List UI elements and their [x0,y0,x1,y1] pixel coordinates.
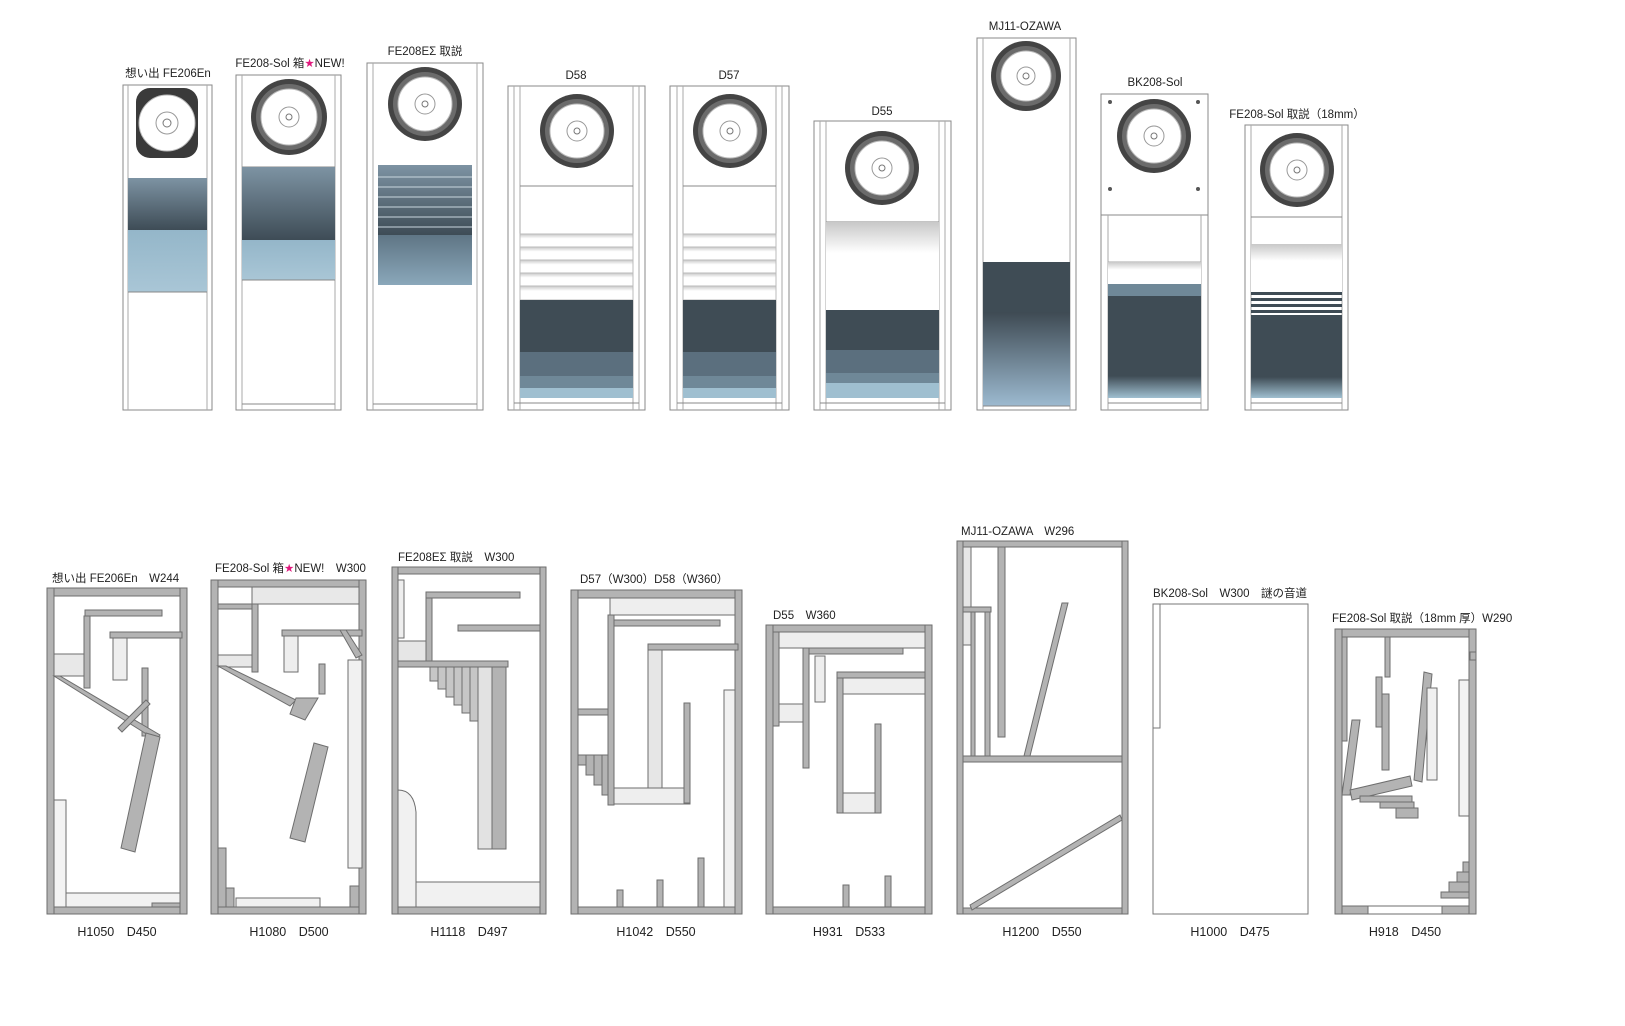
speaker-driver-icon [991,41,1061,111]
label-part: NEW! W300 [294,563,366,575]
section-view-d57-d58 [570,589,743,915]
speaker-driver-icon [1117,99,1191,173]
front-view-d57: D57 [669,70,790,411]
section-view-fe208-sol-18mm [1334,628,1477,915]
front-view-d58: D58 [507,70,646,411]
label-part: FE208-Sol 取説（18mm 厚）W290 [1332,611,1512,625]
section-view-fe208e-sigma [391,566,547,915]
section-label-d55: D55 W360 [773,610,836,622]
speaker-driver-icon [693,94,767,168]
front-label-mj11-ozawa: MJ11-OZAWA [989,21,1062,33]
speaker-driver-icon [845,131,919,205]
speaker-driver-icon [251,79,327,155]
speaker-driver-icon [1260,133,1334,207]
label-part: FE208-Sol 取説（18mm） [1229,107,1364,121]
label-part: 想い出 FE206En [125,66,211,80]
label-part: D57（W300）D58（W360） [580,573,728,586]
label-part: D57 [718,70,739,82]
label-part: BK208-Sol [1128,77,1183,89]
front-label-fe208e-sigma: FE208EΣ 取説 [388,44,463,58]
section-label-fe208-sol-18mm: FE208-Sol 取説（18mm 厚）W290 [1332,611,1512,625]
dimension-labels: H1050 D450 H1080 D500 H1118 D497 H1042 D… [77,925,1441,939]
front-label-d57: D57 [718,70,739,82]
label-part: BK208-Sol W300 謎の音道 [1153,586,1308,600]
label-part: MJ11-OZAWA [989,21,1062,33]
section-view-bk208-sol [1152,603,1309,915]
section-view-fe208-sol [210,579,367,915]
label-part: FE208-Sol 箱 [215,561,284,575]
section-label-bk208-sol: BK208-Sol W300 謎の音道 [1153,586,1308,600]
front-label-d55: D55 [871,106,892,118]
dimension-fe208e-sigma: H1118 D497 [430,925,507,939]
label-part: FE208EΣ 取説 W300 [398,550,514,564]
front-label-d58: D58 [565,70,586,82]
speaker-driver-icon [136,88,198,158]
front-view-fe208-sol-18mm: FE208-Sol 取説（18mm） [1229,107,1365,411]
front-label-fe208-sol-18mm: FE208-Sol 取説（18mm） [1229,107,1364,121]
label-part: MJ11-OZAWA W296 [961,526,1074,538]
label-part: NEW! [315,58,345,70]
section-label-d57-d58: D57（W300）D58（W360） [580,573,728,586]
front-view-mj11-ozawa: MJ11-OZAWA [976,21,1077,411]
section-view-fe206en [46,587,188,915]
label-part: 想い出 FE206En W244 [52,571,180,585]
section-label-mj11-ozawa: MJ11-OZAWA W296 [961,526,1074,538]
dimension-bk208-sol: H1000 D475 [1190,925,1269,939]
section-view-d55 [765,624,933,915]
label-part: FE208-Sol 箱 [235,56,304,70]
front-label-bk208-sol: BK208-Sol [1128,77,1183,89]
front-view-fe206en: 想い出 FE206En [122,66,213,411]
label-part: D58 [565,70,586,82]
front-view-fe208e-sigma: FE208EΣ 取説 [366,44,484,411]
label-part: D55 W360 [773,610,836,622]
label-part: D55 [871,106,892,118]
dimension-mj11-ozawa: H1200 D550 [1002,925,1081,939]
front-label-fe206en: 想い出 FE206En [125,66,211,80]
front-view-bk208-sol: BK208-Sol [1100,77,1209,411]
section-label-fe206en: 想い出 FE206En W244 [52,571,180,585]
section-view-mj11-ozawa [956,540,1129,915]
dimension-fe208-sol-18mm: H918 D450 [1369,925,1441,939]
front-view-d55: D55 [813,106,952,411]
section-label-fe208-sol: FE208-Sol 箱★NEW! W300 [215,561,366,575]
section-label-fe208e-sigma: FE208EΣ 取説 W300 [398,550,514,564]
dimension-d55: H931 D533 [813,925,885,939]
front-label-fe208-sol: FE208-Sol 箱★NEW! [235,56,344,70]
star-icon: ★ [284,563,294,575]
dimension-d57-d58: H1042 D550 [616,925,695,939]
speaker-driver-icon [388,67,462,141]
section-labels: 想い出 FE206En W244 FE208-Sol 箱★NEW! W300 F… [52,526,1512,625]
label-part: FE208EΣ 取説 [388,44,463,58]
front-view-fe208-sol: FE208-Sol 箱★NEW! [235,56,345,411]
dimension-fe206en: H1050 D450 [77,925,156,939]
speaker-driver-icon [540,94,614,168]
dimension-fe208-sol: H1080 D500 [249,925,328,939]
star-icon: ★ [304,58,314,70]
